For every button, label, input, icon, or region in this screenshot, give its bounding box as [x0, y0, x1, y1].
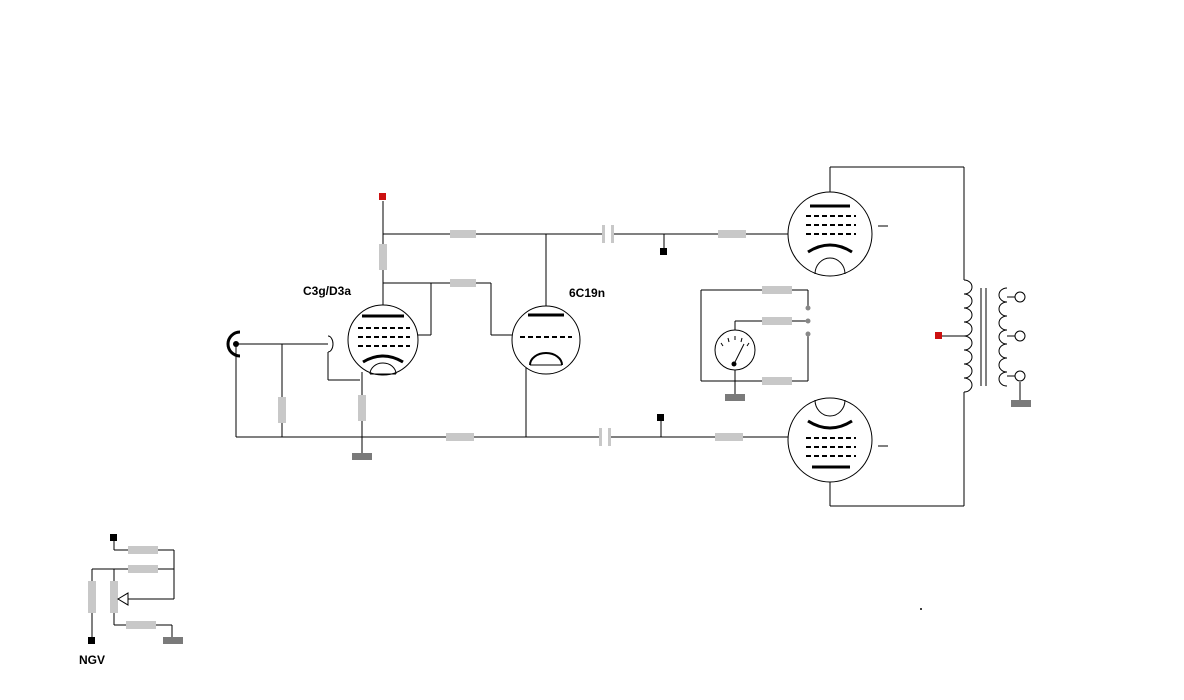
input-tube-pentode	[347, 304, 419, 376]
capacitors	[599, 225, 614, 446]
input-jack	[226, 330, 241, 358]
output-terminals	[1014, 291, 1026, 382]
ngv-bias-supply	[88, 534, 183, 644]
output-transformer	[963, 279, 1008, 393]
ground-symbols	[352, 394, 1031, 460]
output-tube-top	[787, 191, 873, 277]
junction-dots	[805, 305, 922, 610]
input-tube-label: C3g/D3a	[303, 284, 351, 298]
meter-icon	[714, 329, 756, 371]
driver-tube-triode	[511, 305, 581, 375]
supply-terminals	[379, 193, 942, 339]
bias-terminals	[657, 248, 667, 421]
ngv-label: NGV	[79, 653, 105, 667]
driver-tube-label: 6C19n	[569, 286, 605, 300]
resistors	[278, 230, 792, 441]
output-tube-bottom	[787, 397, 873, 483]
